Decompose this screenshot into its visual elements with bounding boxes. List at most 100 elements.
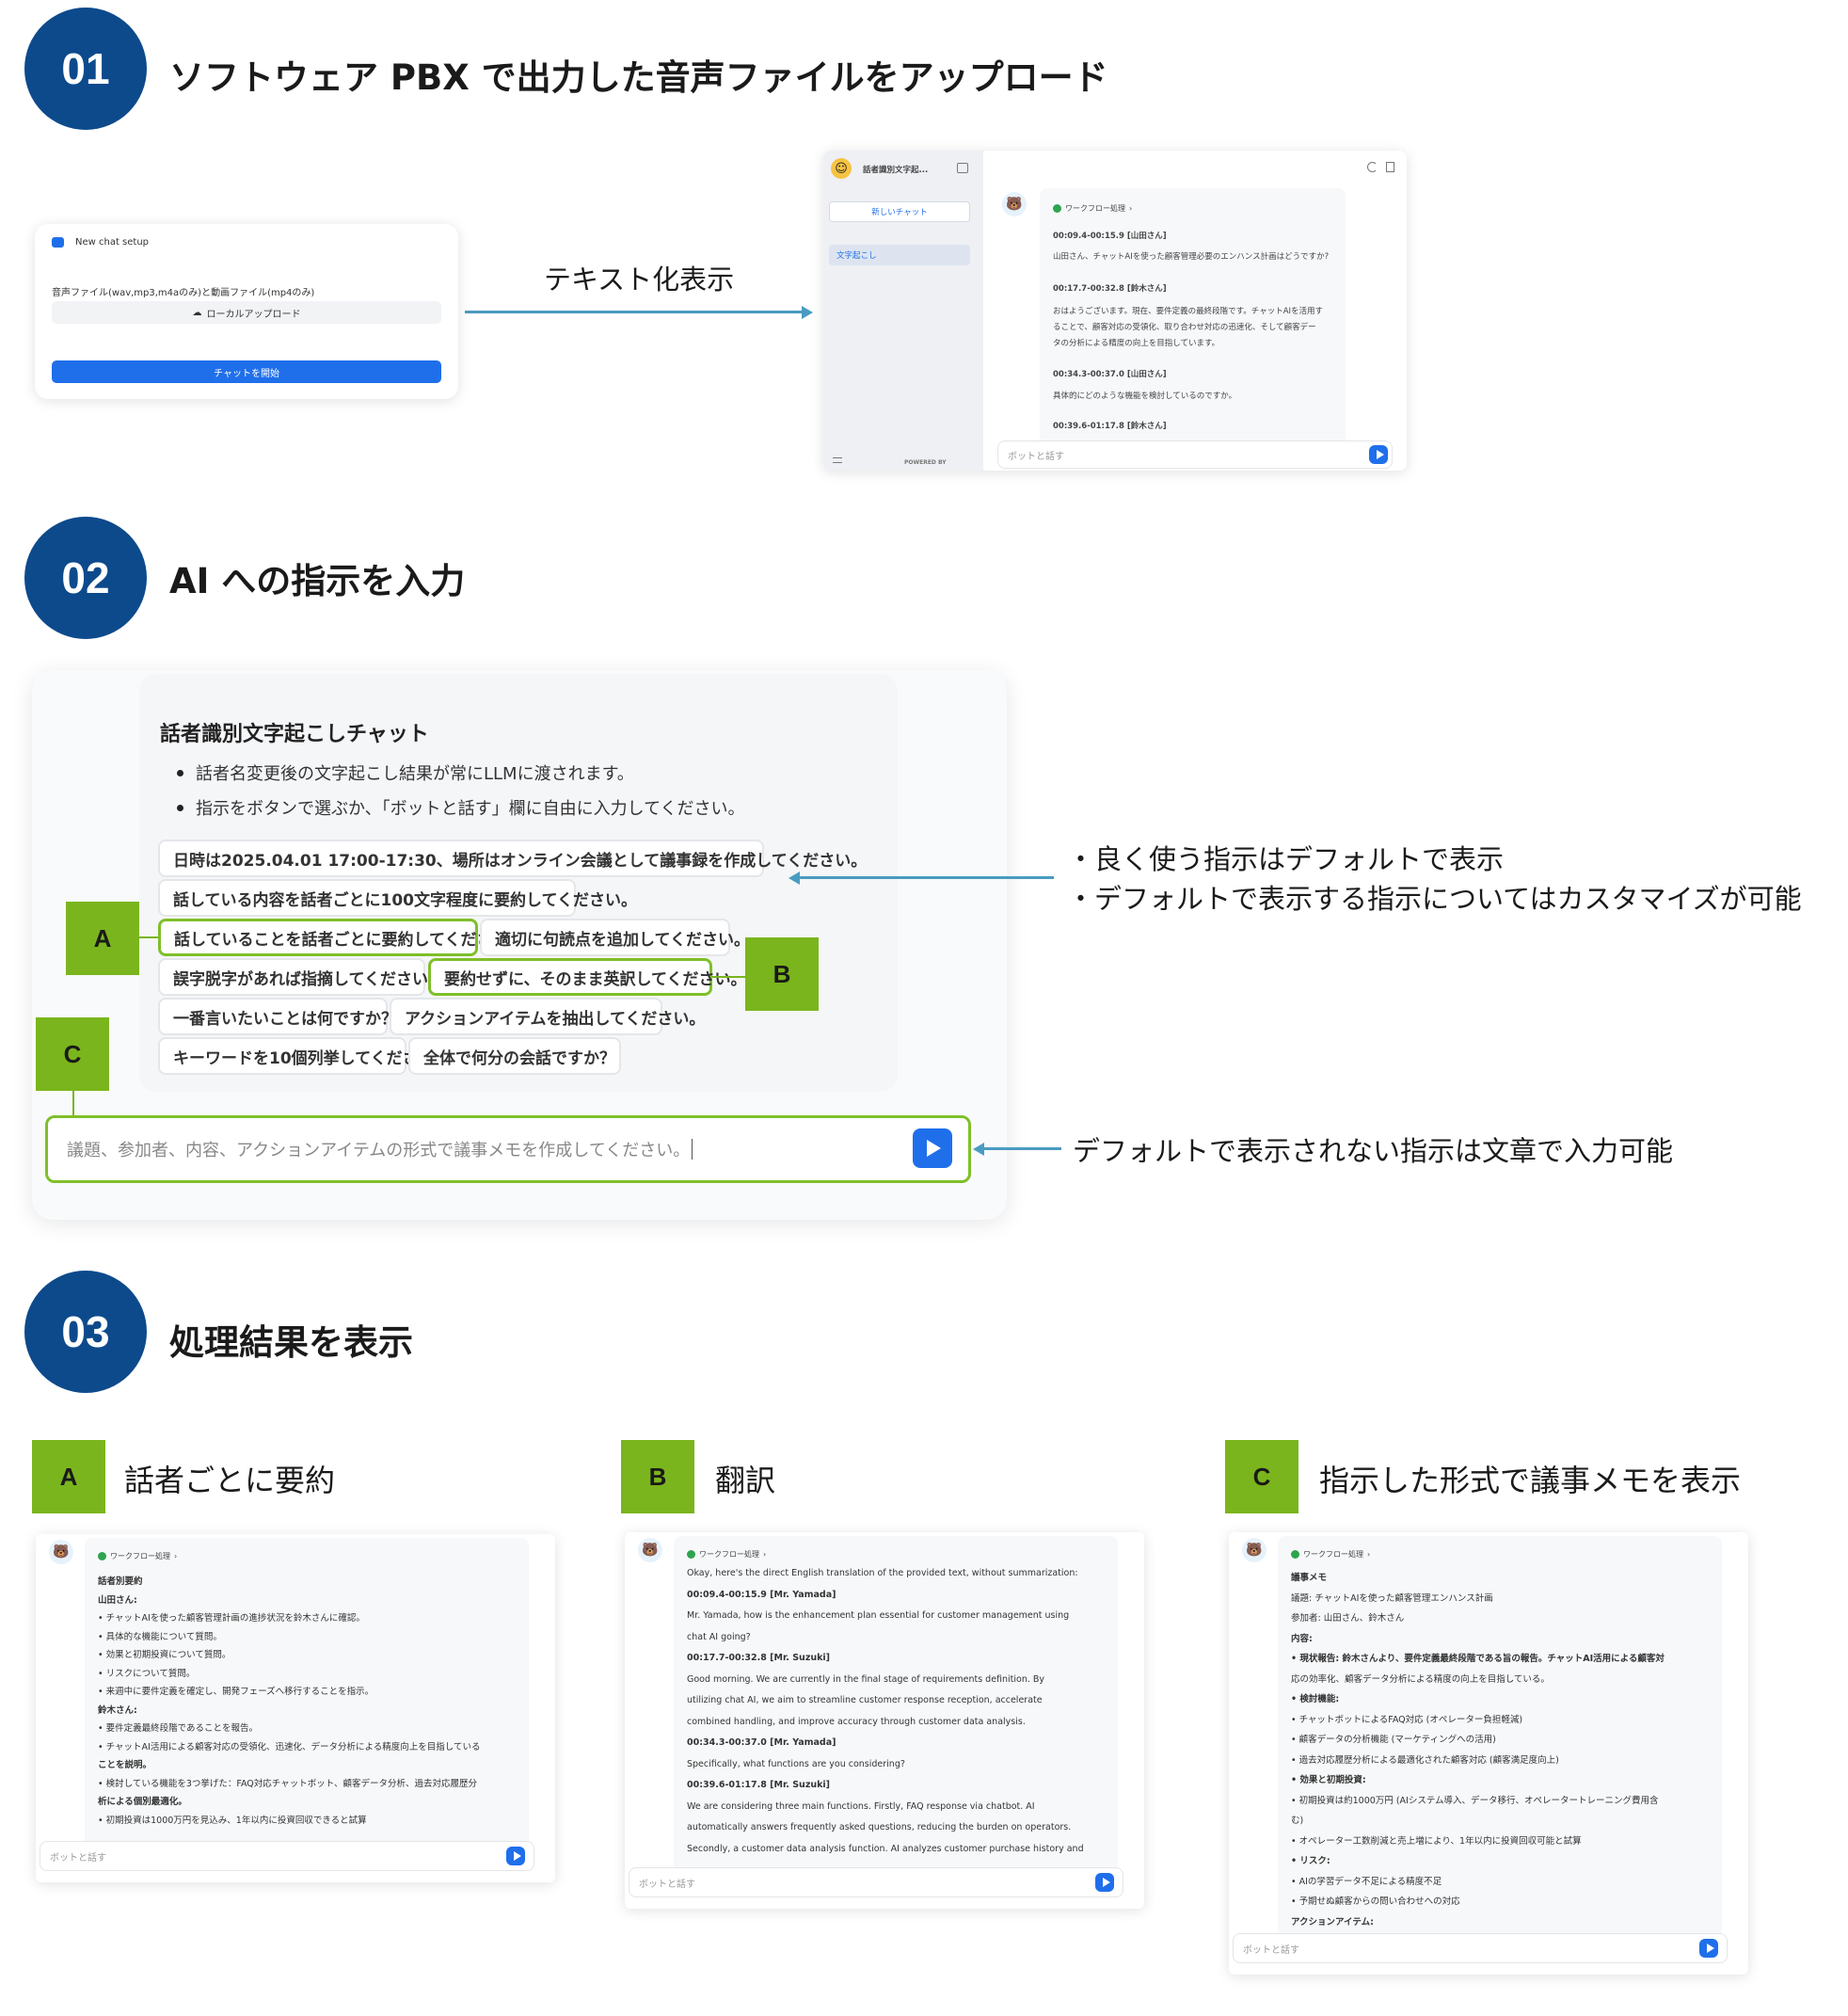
content-line: ことを説明。 xyxy=(98,1760,152,1770)
content-line: • 過去対応履歴分析による最適化された顧客対応 (顧客満足度向上) xyxy=(1291,1754,1559,1766)
message-bubble xyxy=(674,1536,1118,1886)
bot-avatar: 🐻 xyxy=(49,1540,73,1564)
workflow-status: ワークフロー処理› xyxy=(1053,203,1132,214)
history-item-transcript[interactable]: 文字起こし xyxy=(829,245,970,265)
note-free-input: デフォルトで表示されない指示は文章で入力可能 xyxy=(1073,1135,1674,1167)
result-title-a: 話者ごとに要約 xyxy=(124,1463,336,1498)
workflow-status: ワークフロー処理› xyxy=(687,1549,766,1560)
message-bubble xyxy=(85,1538,529,1858)
instruction-chip[interactable]: アクションアイテムを抽出してください。 xyxy=(390,998,705,1035)
content-line: 話者別要約 xyxy=(98,1576,143,1587)
send-button[interactable] xyxy=(1369,445,1388,464)
panel-heading: 話者識別文字起こしチャット xyxy=(160,723,429,746)
send-icon xyxy=(1706,1944,1714,1953)
free-input-send-button[interactable] xyxy=(913,1128,952,1168)
cloud-upload-icon: ☁ xyxy=(192,307,202,318)
result-window-a: 🐻 ワークフロー処理› 話者別要約山田さん:• チャットAIを使った顧客管理計画… xyxy=(36,1534,555,1882)
content-line: • 検討している機能を3つ挙げた：FAQ対応チャットボット、顧客データ分析、過去… xyxy=(98,1778,478,1789)
content-line: 議題: チャットAIを使った顧客管理エンハンス計画 xyxy=(1291,1592,1493,1604)
panel-bullet: 指示をボタンで選ぶか、「ボットと話す」欄に自由に入力してください。 xyxy=(196,799,745,819)
check-icon xyxy=(1291,1550,1299,1559)
arrow-note2-head xyxy=(973,1143,984,1156)
file-type-label: 音声ファイル(wav,mp3,m4aのみ)と動画ファイル(mp4のみ) xyxy=(52,288,315,298)
chat-input[interactable]: ボットと話す xyxy=(997,440,1393,469)
chat-input[interactable]: ボットと話す xyxy=(629,1867,1123,1897)
result-title-b: 翻訳 xyxy=(715,1463,776,1498)
refresh-icon[interactable] xyxy=(1367,162,1378,172)
bot-avatar: 🐻 xyxy=(638,1538,662,1562)
content-line: 00:34.3-00:37.0 [Mr. Yamada] xyxy=(687,1737,836,1748)
bot-avatar: 🐻 xyxy=(1002,192,1027,216)
send-icon xyxy=(1376,450,1384,459)
instruction-chip[interactable]: 全体で何分の会話ですか？ xyxy=(408,1037,621,1075)
content-line: Okay, here's the direct English translat… xyxy=(687,1568,1078,1578)
label-a: A xyxy=(66,902,139,975)
transcript-line: 00:17.7-00:32.8 [鈴木さん] xyxy=(1053,284,1167,294)
bullet-dot xyxy=(177,770,183,776)
content-line: 山田さん: xyxy=(98,1594,137,1606)
instruction-chip[interactable]: 誤字脱字があれば指摘してください。 xyxy=(158,958,444,996)
bullet-dot xyxy=(177,805,183,811)
arrow-step1-head xyxy=(802,306,813,319)
instruction-chip[interactable]: 適切に句読点を追加してください。 xyxy=(480,919,750,956)
upload-button-label: ローカルアップロード xyxy=(206,309,301,320)
content-line: Mr. Yamada, how is the enhancement plan … xyxy=(687,1610,1070,1621)
sidebar-toggle-icon[interactable] xyxy=(957,163,968,173)
content-line: • AIの学習データ不足による精度不足 xyxy=(1291,1876,1442,1887)
message-bubble xyxy=(1040,188,1346,461)
instruction-chip-b[interactable]: 要約せずに、そのまま英訳してください。 xyxy=(428,958,746,996)
transcript-line: タの分析による精度の向上を目指しています。 xyxy=(1053,339,1220,348)
instruction-chip[interactable]: 日時は2025.04.01 17:00-17:30、場所はオンライン会議として議… xyxy=(158,840,867,877)
step-2-title: AI への指示を入力 xyxy=(169,561,466,601)
content-line: む) xyxy=(1291,1816,1304,1826)
instruction-chip[interactable]: キーワードを10個列挙してください。 xyxy=(158,1037,451,1075)
message-bubble xyxy=(1278,1536,1722,1950)
send-icon xyxy=(927,1140,941,1157)
bot-avatar: 🐻 xyxy=(1242,1538,1267,1562)
content-line: 析による個別最適化。 xyxy=(98,1797,187,1807)
new-chat-button[interactable]: 新しいチャット xyxy=(829,201,970,222)
instruction-chip-a[interactable]: 話していることを話者ごとに要約してください。 xyxy=(158,919,524,956)
panel-bullet: 話者名変更後の文字起こし結果が常にLLMに渡されます。 xyxy=(196,764,634,784)
free-instruction-text: 議題、参加者、内容、アクションアイテムの形式で議事メモを作成してください。 xyxy=(67,1141,691,1160)
transcribe-label: テキスト化表示 xyxy=(544,264,735,296)
chat-input[interactable]: ボットと話す xyxy=(40,1841,534,1871)
transcript-line: ることで、顧客対応の受領化、取り合わせ対応の迅速化、そして顧客デー xyxy=(1053,323,1316,332)
check-icon xyxy=(98,1552,106,1560)
content-line: • 検討機能: xyxy=(1291,1694,1340,1704)
connector-c xyxy=(72,1091,74,1115)
content-line: • 顧客データの分析機能 (マーケティングへの活用) xyxy=(1291,1735,1496,1745)
transcript-line: 00:09.4-00:15.9 [山田さん] xyxy=(1053,232,1167,241)
content-line: automatically answers frequently asked q… xyxy=(687,1822,1072,1832)
content-line: • チャットボットによるFAQ対応 (オペレーター負担軽減) xyxy=(1291,1714,1523,1725)
chat-bubble-icon xyxy=(52,237,64,248)
arrow-note1 xyxy=(798,876,1054,879)
content-line: • オペレーター工数削減と売上増により、1年以内に投資回収可能と試算 xyxy=(1291,1835,1582,1847)
instruction-chip[interactable]: 話している内容を話者ごとに100文字程度に要約してください。 xyxy=(158,879,637,917)
send-button[interactable] xyxy=(1699,1939,1718,1958)
content-line: • リスク: xyxy=(1291,1856,1330,1866)
setup-title: New chat setup xyxy=(75,237,150,248)
content-line: Specifically, what functions are you con… xyxy=(687,1758,905,1769)
bookmark-icon[interactable] xyxy=(1386,162,1394,172)
step-1-number-badge: 01 xyxy=(24,8,147,130)
start-chat-button[interactable]: チャットを開始 xyxy=(52,360,441,383)
content-line: • チャットAIを使った顧客管理計画の進捗状況を鈴木さんに確認。 xyxy=(98,1613,365,1624)
content-line: 00:39.6-01:17.8 [Mr. Suzuki] xyxy=(687,1780,831,1790)
content-line: 00:17.7-00:32.8 [Mr. Suzuki] xyxy=(687,1653,831,1663)
result-tag-b: B xyxy=(621,1440,694,1513)
content-line: • 来週中に要件定義を確定し、開発フェーズへ移行することを指示。 xyxy=(98,1687,374,1697)
instruction-chip[interactable]: 一番言いたいことは何ですか？ xyxy=(158,998,397,1035)
settings-icon[interactable] xyxy=(833,457,842,463)
content-line: 内容: xyxy=(1291,1633,1313,1644)
content-line: • 初期投資は1000万円を見込み、1年以内に投資回収できると試算 xyxy=(98,1815,367,1826)
send-button[interactable] xyxy=(1095,1873,1114,1892)
send-button[interactable] xyxy=(506,1847,525,1865)
send-icon xyxy=(513,1851,521,1861)
transcript-line: おはようございます。現在、要件定義の最終段階です。チャットAIを活用す xyxy=(1053,307,1324,316)
chat-input[interactable]: ボットと話す xyxy=(1233,1933,1728,1963)
content-line: combined handling, and improve accuracy … xyxy=(687,1716,1026,1727)
transcript-line: 00:34.3-00:37.0 [山田さん] xyxy=(1053,370,1167,379)
local-upload-button[interactable]: ☁ ローカルアップロード xyxy=(52,301,441,324)
free-instruction-input[interactable]: 議題、参加者、内容、アクションアイテムの形式で議事メモを作成してください。 xyxy=(45,1115,971,1183)
